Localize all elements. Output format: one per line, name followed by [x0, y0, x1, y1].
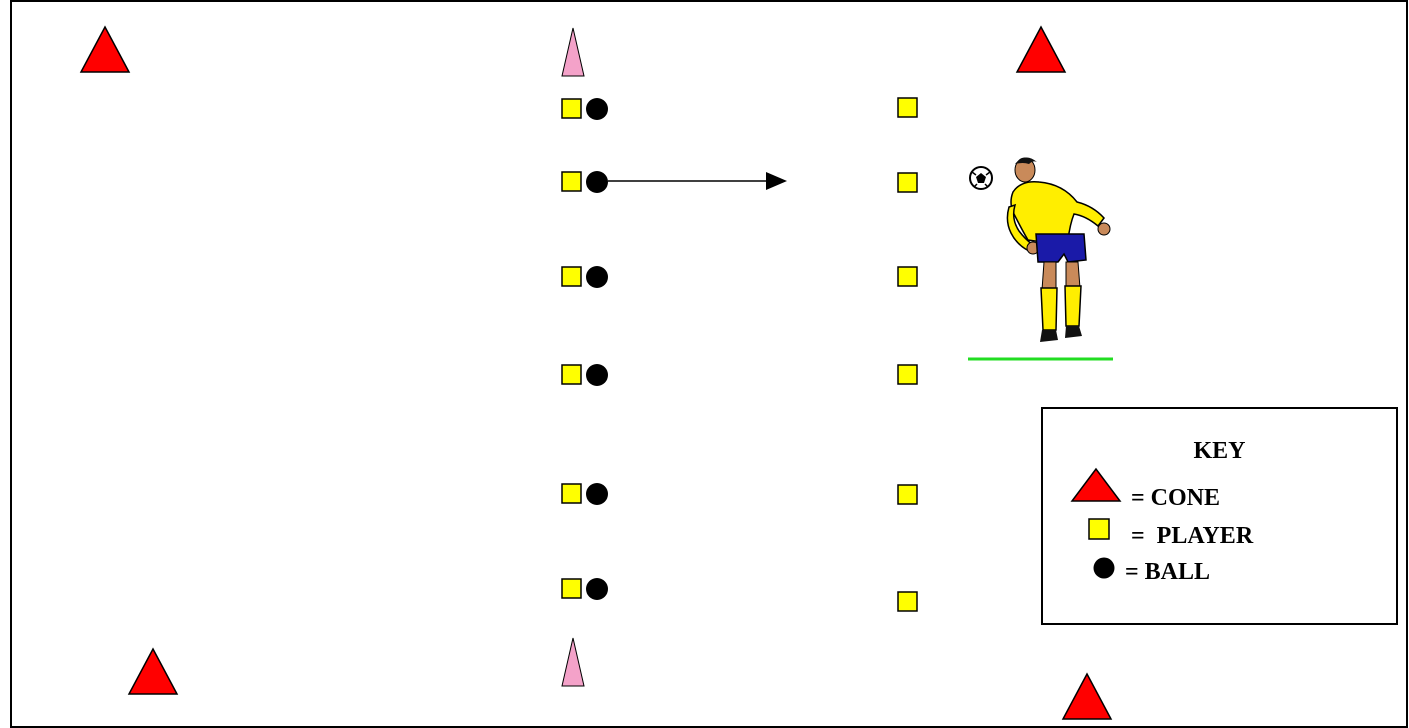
player-marker — [897, 364, 918, 385]
player-marker — [897, 591, 918, 612]
legend-cone-label: = CONE — [1131, 485, 1221, 511]
legend-player-label: = PLAYER — [1131, 523, 1254, 549]
player-marker — [561, 578, 582, 599]
ball-marker — [586, 483, 608, 505]
ball-marker — [586, 364, 608, 386]
player-marker — [561, 171, 582, 192]
ball-marker — [586, 578, 608, 600]
player-marker — [561, 98, 582, 119]
legend-title: KEY — [1193, 438, 1246, 464]
cone-bottom-left — [127, 647, 179, 695]
cone-top-left — [79, 25, 131, 73]
marker-cone-bottom — [561, 637, 585, 687]
player-marker — [897, 266, 918, 287]
server-line — [561, 98, 608, 600]
player-marker — [561, 364, 582, 385]
player-marker — [897, 484, 918, 505]
ball-icon — [1093, 557, 1115, 579]
ball-marker — [586, 171, 608, 193]
player-marker — [897, 172, 918, 193]
legend-ball-label: = BALL — [1125, 559, 1211, 585]
cone-top-right — [1015, 25, 1067, 73]
player-marker — [561, 483, 582, 504]
player-marker — [897, 97, 918, 118]
soccer-ball-icon — [969, 166, 993, 190]
receiver-line — [897, 97, 918, 612]
legend-key: KEY = CONE = PLAYER = BALL — [1041, 407, 1398, 625]
cone-icon — [1070, 467, 1122, 502]
marker-cone-top — [561, 27, 585, 77]
player-icon — [1088, 518, 1110, 540]
player-heading-ball-icon — [969, 157, 1111, 342]
pass-arrow — [608, 172, 787, 190]
arrow-right-icon — [766, 172, 787, 190]
cone-bottom-right — [1061, 672, 1113, 720]
player-marker — [561, 266, 582, 287]
field-border — [10, 0, 1408, 728]
ball-marker — [586, 98, 608, 120]
ball-marker — [586, 266, 608, 288]
